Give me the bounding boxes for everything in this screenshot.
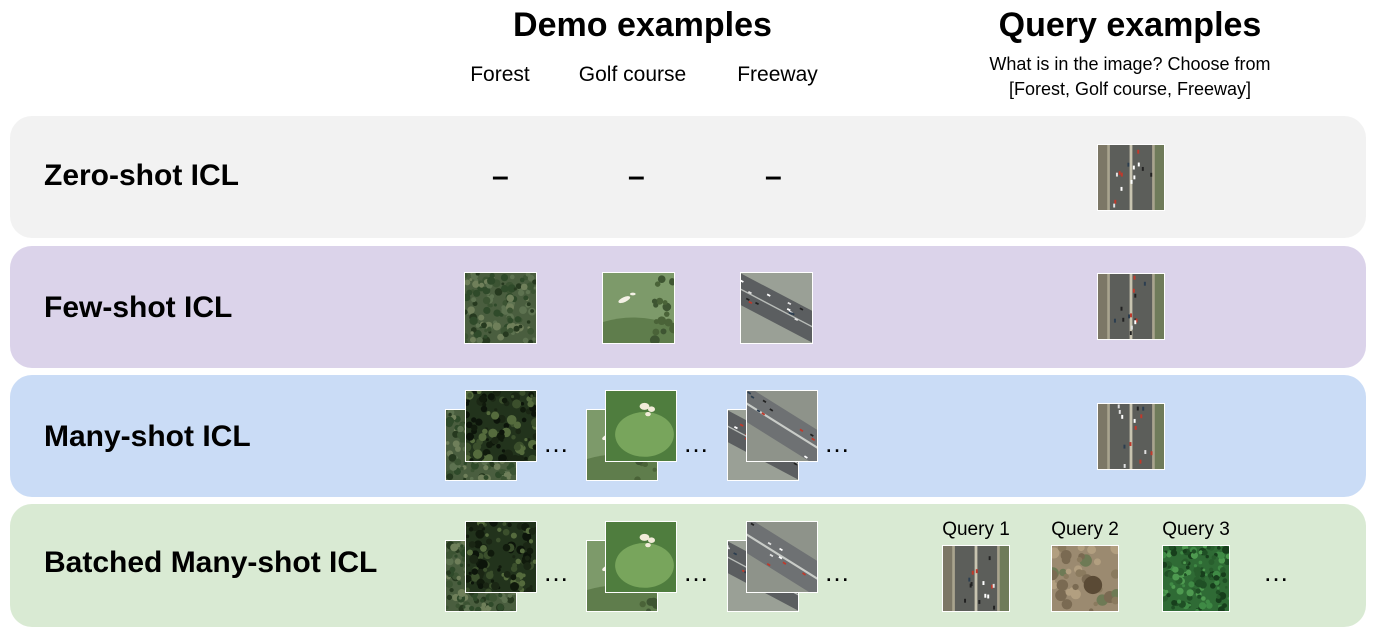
placeholder-dash: –: [628, 160, 645, 193]
ellipsis: …: [683, 428, 712, 458]
placeholder-dash: –: [492, 160, 509, 193]
demo-image-golf-course: [602, 272, 675, 344]
row-label-batched-many-shot: Batched Many-shot ICL: [44, 546, 378, 579]
demo-image-golf-stack-front: [605, 390, 677, 462]
ellipsis: …: [824, 557, 853, 587]
query-label-3: Query 3: [1162, 519, 1230, 540]
demo-label-forest: Forest: [470, 63, 530, 86]
query-image-freeway: [1097, 144, 1165, 211]
query-label-2: Query 2: [1051, 519, 1119, 540]
ellipsis: …: [683, 557, 712, 587]
demo-image-freeway-stack-front: [746, 521, 818, 593]
ellipsis: …: [543, 557, 572, 587]
demo-image-freeway-stack-front: [746, 390, 818, 462]
query-prompt-line-1: What is in the image? Choose from: [989, 54, 1271, 74]
query-image-3-forest: [1162, 545, 1230, 612]
ellipsis: …: [1263, 557, 1292, 587]
demo-image-golf-stack-front: [605, 521, 677, 593]
query-image-2-dirt-field: [1051, 545, 1119, 612]
ellipsis: …: [824, 428, 853, 458]
row-batched-many-shot: [10, 504, 1366, 627]
query-label-1: Query 1: [942, 519, 1010, 540]
query-image-freeway: [1097, 273, 1165, 340]
row-label-zero-shot: Zero-shot ICL: [44, 159, 239, 192]
demo-label-freeway: Freeway: [737, 63, 818, 86]
demo-image-freeway: [740, 272, 813, 344]
query-prompt-line-2: [Forest, Golf course, Freeway]: [1008, 79, 1252, 99]
demo-label-golf-course: Golf course: [578, 63, 687, 86]
row-label-many-shot: Many-shot ICL: [44, 420, 251, 453]
ellipsis: …: [543, 428, 572, 458]
demo-image-forest-stack-front: [465, 390, 537, 462]
row-label-few-shot: Few-shot ICL: [44, 291, 233, 324]
placeholder-dash: –: [765, 160, 782, 193]
demo-image-forest-stack-front: [465, 521, 537, 593]
query-image-freeway: [1097, 403, 1165, 470]
query-examples-title: Query examples: [998, 6, 1262, 44]
demo-examples-title: Demo examples: [513, 6, 772, 44]
demo-image-forest: [464, 272, 537, 344]
query-image-1-freeway: [942, 545, 1010, 612]
